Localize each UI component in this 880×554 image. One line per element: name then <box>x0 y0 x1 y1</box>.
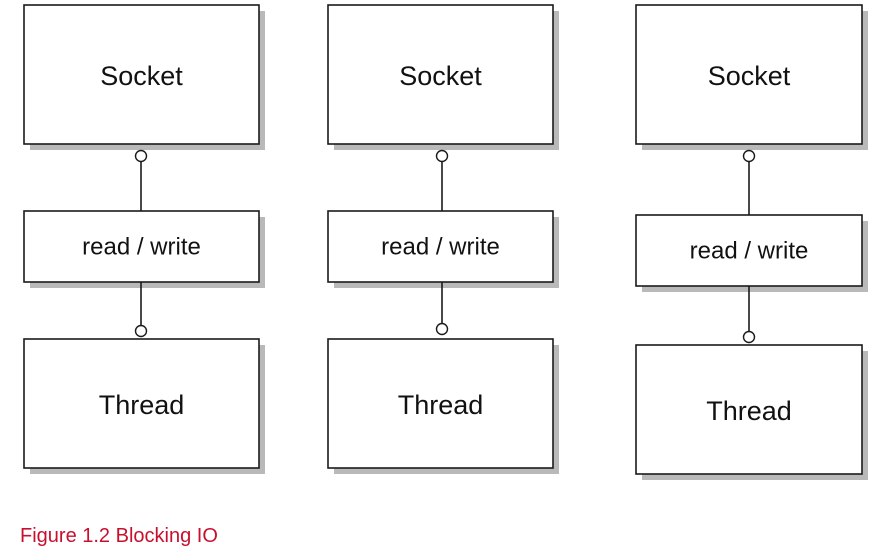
connector-port-icon <box>742 330 756 344</box>
io-box-2: read / write <box>327 210 559 288</box>
io-thread-connector-2 <box>435 282 449 336</box>
connector-port-icon <box>134 324 148 338</box>
socket-box-3: Socket <box>635 4 868 150</box>
column-2: Socket read / write Thread <box>327 4 559 474</box>
io-label-3: read / write <box>690 238 809 265</box>
socket-box-2: Socket <box>327 4 559 150</box>
socket-io-connector-1 <box>134 149 148 211</box>
io-thread-connector-1 <box>134 282 148 338</box>
connector-port-icon <box>134 149 148 163</box>
connector-port-icon <box>435 149 449 163</box>
socket-io-connector-2 <box>435 149 449 211</box>
thread-box-1: Thread <box>23 338 265 474</box>
socket-label-3: Socket <box>708 61 791 91</box>
io-box-1: read / write <box>23 210 265 288</box>
thread-box-3: Thread <box>635 344 868 480</box>
io-thread-connector-3 <box>742 286 756 344</box>
io-box-3: read / write <box>635 214 868 292</box>
thread-box-2: Thread <box>327 338 559 474</box>
connector-port-icon <box>742 149 756 163</box>
thread-label-1: Thread <box>99 390 185 420</box>
socket-label-1: Socket <box>100 61 183 91</box>
socket-label-2: Socket <box>399 61 482 91</box>
thread-label-2: Thread <box>398 390 484 420</box>
column-3: Socket read / write Thread <box>635 4 868 480</box>
io-label-2: read / write <box>381 234 500 261</box>
connector-port-icon <box>435 322 449 336</box>
column-1: Socket read / write Thread <box>23 4 265 474</box>
io-label-1: read / write <box>82 234 201 261</box>
figure-caption: Figure 1.2 Blocking IO <box>20 525 218 547</box>
blocking-io-diagram: Socket read / write Thread Socket <box>23 4 868 480</box>
socket-io-connector-3 <box>742 149 756 215</box>
socket-box-1: Socket <box>23 4 265 150</box>
thread-label-3: Thread <box>706 396 792 426</box>
